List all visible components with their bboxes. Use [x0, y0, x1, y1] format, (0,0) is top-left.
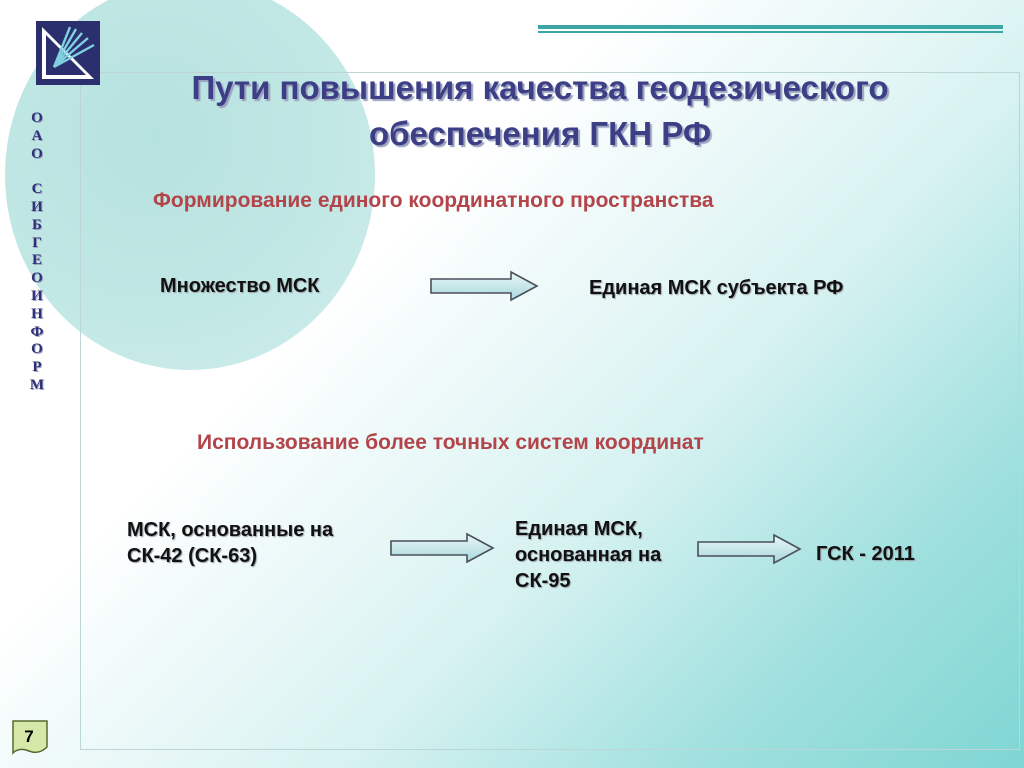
label-unified-msk-subject: Единая МСК субъекта РФ	[589, 277, 844, 299]
right-arrow-icon	[429, 270, 541, 307]
label-msk-sk42-text: МСК, основанные на СК-42 (СК-63)	[127, 519, 334, 567]
organization-letter: О	[31, 110, 43, 126]
content-frame	[80, 72, 1020, 750]
organization-letter: М	[29, 376, 45, 393]
right-arrow-icon	[696, 533, 804, 570]
organization-letter: О	[31, 341, 43, 358]
organization-letter: Б	[32, 216, 42, 233]
organization-letter: Г	[32, 234, 42, 251]
organization-letter: О	[31, 270, 43, 287]
label-gsk-2011: ГСК - 2011	[816, 543, 915, 565]
label-unified-msk-sk95-text: Единая МСК, основанная на СК-95	[515, 518, 662, 592]
organization-letter: О	[31, 145, 43, 162]
organization-letter: И	[31, 287, 43, 304]
organization-letter: Н	[31, 305, 43, 322]
organization-letter: Е	[31, 252, 42, 269]
right-arrow-icon	[389, 532, 497, 569]
top-accent-line-thin	[538, 31, 1003, 33]
organization-letter: А	[31, 127, 43, 144]
organization-letter	[22, 163, 52, 181]
company-logo	[36, 21, 100, 85]
label-many-msk: Множество МСК	[160, 275, 320, 297]
slide-title: Пути повышения качества геодезического о…	[191, 69, 889, 152]
page-number: 7	[24, 727, 34, 746]
organization-letter: С	[31, 181, 43, 198]
organization-letter: И	[31, 198, 43, 215]
label-msk-sk42: МСК, основанные на СК-42 (СК-63)	[127, 517, 377, 569]
organization-letter: Р	[32, 359, 42, 376]
page-number-badge: 7	[9, 717, 51, 757]
organization-letter: Ф	[30, 323, 44, 340]
top-accent-line	[538, 25, 1003, 29]
section-heading-coordinate-space: Формирование единого координатного прост…	[153, 189, 714, 212]
section-heading-precise-systems: Использование более точных систем коорди…	[197, 431, 704, 454]
label-unified-msk-sk95: Единая МСК, основанная на СК-95	[515, 516, 685, 594]
